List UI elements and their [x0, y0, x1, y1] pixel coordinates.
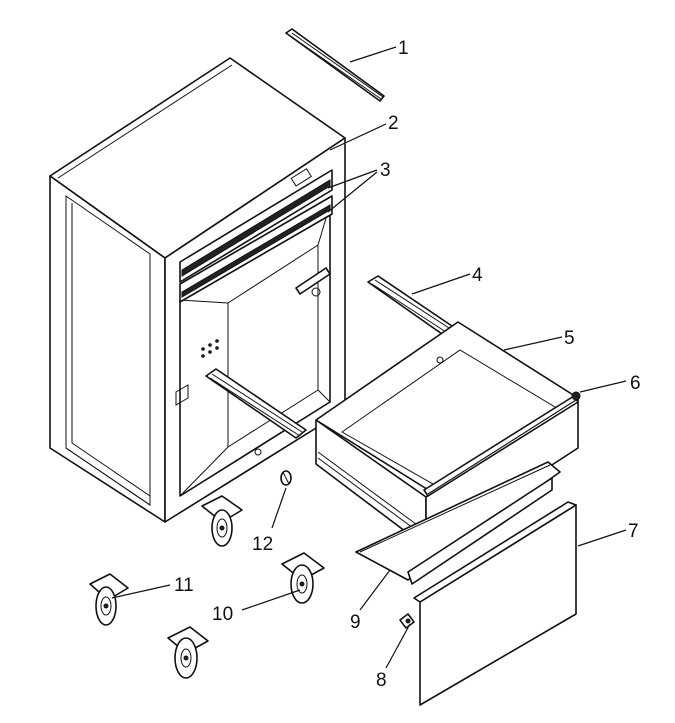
callout-1: 1 — [398, 38, 409, 59]
callout-10: 10 — [212, 604, 233, 625]
part-7-drawer-front — [413, 501, 577, 706]
callout-numbers: 1 2 3 4 5 6 7 8 9 10 11 12 — [174, 38, 641, 691]
caster-under-cabinet — [201, 495, 243, 547]
part-8-handle-clip — [399, 613, 415, 629]
callout-8: 8 — [376, 670, 387, 691]
callout-11: 11 — [174, 575, 194, 596]
part-9-drawer-bottom — [355, 461, 561, 585]
callout-4: 4 — [472, 265, 483, 286]
part-10-caster — [281, 552, 325, 604]
leader-lines — [111, 46, 627, 669]
callout-7: 7 — [628, 521, 639, 542]
part-1-top-rail — [285, 28, 385, 102]
callout-6: 6 — [630, 373, 641, 394]
callout-2: 2 — [388, 113, 399, 134]
callout-5: 5 — [564, 328, 575, 349]
part-12-caster-bolt — [280, 470, 292, 486]
cabinet — [49, 57, 346, 523]
cabinet-lower-rail — [205, 368, 307, 439]
loose-caster — [167, 626, 209, 679]
callout-3: 3 — [380, 160, 391, 181]
callout-12: 12 — [252, 534, 273, 555]
callout-9: 9 — [350, 612, 361, 633]
part-11-caster — [89, 573, 129, 626]
